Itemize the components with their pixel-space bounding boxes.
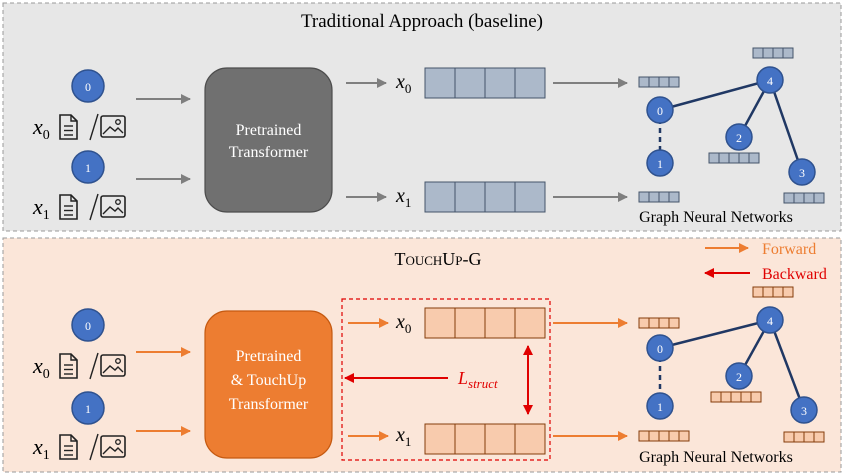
graph-node-1: 1 [646, 149, 674, 177]
svg-text:Transformer: Transformer [229, 144, 309, 161]
bottom-embedding-x0 [424, 307, 546, 339]
svg-text:2: 2 [736, 370, 742, 384]
graph-node-4: 4 [756, 66, 784, 94]
touchup-title: TouchUp-G [394, 249, 481, 269]
top-graph: 0 4 2 1 3 [638, 47, 825, 204]
top-node-emb-2 [708, 152, 760, 164]
svg-text:1: 1 [85, 402, 91, 416]
svg-text:0: 0 [657, 104, 663, 118]
top-embedding-x0-label: x0 [395, 71, 411, 96]
legend-forward-label: Forward [762, 241, 816, 258]
svg-text:3: 3 [801, 404, 807, 418]
image-icon [100, 195, 126, 218]
image-icon [100, 354, 126, 377]
bottom-graph: 0 4 2 1 3 [638, 286, 825, 443]
top-embedding-x0 [424, 67, 546, 99]
graph-node-3: 3 [788, 158, 816, 186]
bottom-input-node-0: 0 [71, 308, 105, 342]
baseline-panel [2, 2, 842, 232]
document-icon [59, 194, 78, 220]
svg-text:4: 4 [767, 74, 773, 88]
graph-node-4: 4 [756, 306, 784, 334]
slash-divider [89, 193, 99, 221]
svg-text:4: 4 [767, 314, 773, 328]
top-embedding-x1 [424, 181, 546, 213]
image-icon [100, 115, 126, 138]
document-icon [59, 434, 78, 460]
svg-text:0: 0 [85, 319, 91, 333]
bottom-embedding-x0-label: x0 [395, 311, 411, 336]
image-icon [100, 435, 126, 458]
bottom-node-emb-3 [783, 431, 825, 443]
bottom-embedding-x1-label: x1 [395, 424, 411, 449]
document-icon [59, 353, 78, 379]
top-input-node-1: 1 [71, 150, 105, 184]
graph-node-0: 0 [646, 334, 674, 362]
svg-text:2: 2 [736, 131, 742, 145]
touchup-panel [2, 237, 842, 473]
bottom-node-emb-2 [710, 391, 762, 403]
graph-node-0: 0 [646, 96, 674, 124]
slash-divider [89, 433, 99, 461]
bottom-gnn-label: Graph Neural Networks [639, 449, 793, 466]
slash-divider [89, 352, 99, 380]
bottom-input-x0-label: x0 [32, 353, 50, 382]
svg-text:1: 1 [657, 400, 663, 414]
pretrained-transformer-box: Pretrained Transformer [204, 67, 333, 213]
top-node-emb-0 [638, 76, 680, 88]
svg-text:1: 1 [657, 157, 663, 171]
svg-text:Pretrained: Pretrained [236, 122, 302, 139]
structure-loss-region [341, 298, 551, 461]
top-node-emb-3 [783, 192, 825, 204]
top-node-emb-1 [638, 191, 680, 203]
graph-node-2: 2 [725, 362, 753, 390]
svg-text:& TouchUp: & TouchUp [231, 372, 306, 389]
top-input-node-0: 0 [71, 69, 105, 103]
top-gnn-label: Graph Neural Networks [639, 209, 793, 226]
svg-text:0: 0 [85, 80, 91, 94]
svg-text:3: 3 [799, 166, 805, 180]
bottom-embedding-x1 [424, 423, 546, 455]
top-input-x1-label: x1 [32, 194, 50, 223]
graph-node-1: 1 [646, 392, 674, 420]
top-embedding-x1-label: x1 [395, 185, 411, 210]
legend-backward-label: Backward [762, 266, 827, 283]
graph-node-2: 2 [725, 123, 753, 151]
top-node-emb-4 [752, 47, 794, 59]
svg-text:Pretrained: Pretrained [236, 348, 302, 365]
legend: Forward Backward [704, 241, 827, 283]
bottom-input-node-1: 1 [71, 391, 105, 425]
bottom-node-emb-1 [638, 430, 690, 442]
structure-loss-label: Lstruct [457, 368, 498, 391]
document-icon [59, 114, 78, 140]
svg-text:1: 1 [85, 161, 91, 175]
touchup-transformer-box: Pretrained & TouchUp Transformer [204, 310, 333, 459]
baseline-title: Traditional Approach (baseline) [301, 11, 543, 32]
bottom-node-emb-0 [638, 317, 680, 329]
top-input-x0-label: x0 [32, 114, 50, 143]
graph-node-3: 3 [790, 396, 818, 424]
bottom-node-emb-4 [752, 286, 794, 298]
svg-text:0: 0 [657, 342, 663, 356]
bottom-input-x1-label: x1 [32, 434, 50, 463]
slash-divider [89, 113, 99, 141]
svg-text:Transformer: Transformer [229, 396, 309, 413]
